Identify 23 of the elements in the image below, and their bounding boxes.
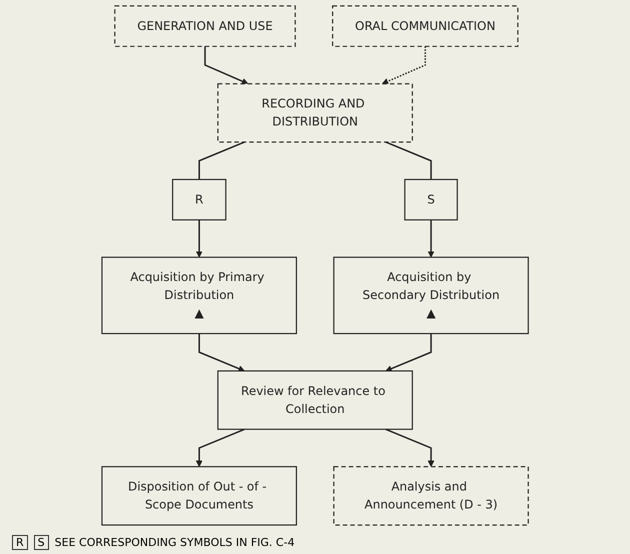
arrow [385, 334, 432, 372]
arrow [198, 334, 245, 372]
node-box: S [404, 178, 458, 220]
node-box: Acquisition by Primary Distribution ▲ [101, 256, 297, 334]
note-text: SEE CORRESPONDING SYMBOLS IN FIG. C-4 [54, 536, 295, 549]
node-box: Analysis and Announcement (D - 3) [333, 466, 529, 526]
connector [198, 141, 245, 180]
node-box: GENERATION AND USE [114, 5, 296, 47]
node-box: Disposition of Out - of - Scope Documents [101, 466, 297, 526]
connector [385, 141, 432, 180]
node-box: Review for Relevance to Collection [217, 370, 413, 430]
node-box: R [172, 178, 226, 220]
symbol-label: R [12, 535, 28, 550]
arrow [385, 428, 434, 467]
arrow [204, 46, 248, 84]
node-box: RECORDING AND DISTRIBUTION [217, 83, 413, 143]
arrow [382, 46, 426, 84]
arrow [196, 220, 202, 258]
arrow [196, 428, 245, 467]
symbol-label: S [34, 535, 49, 550]
node-box: Acquisition by Secondary Distribution ▲ [333, 256, 529, 334]
arrow [428, 220, 434, 258]
node-box: ORAL COMMUNICATION [332, 5, 518, 47]
